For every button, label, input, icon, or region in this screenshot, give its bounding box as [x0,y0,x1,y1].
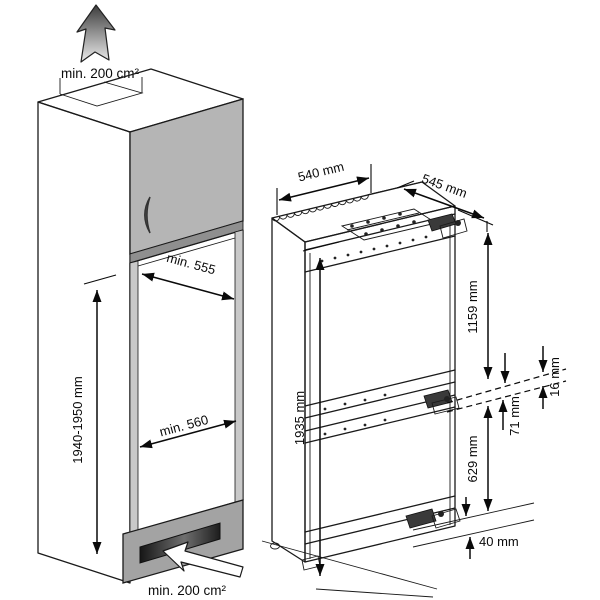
dim-hinge-to-bottom: 629 mm [465,406,493,511]
floor-line-right [412,519,535,548]
niche-inner-top-line [137,237,236,267]
svg-text:629 mm: 629 mm [465,436,480,483]
svg-text:40 mm: 40 mm [479,534,519,549]
bottom-vent-label: min. 200 cm² [148,583,227,598]
top-hinge [427,213,468,239]
svg-text:71 mm: 71 mm [507,396,522,436]
mounting-plate [340,208,438,241]
svg-text:16 mm: 16 mm [547,357,562,397]
dim-top-to-hinge: 1159 mm [457,209,494,379]
cabinet-side-panel [37,101,131,584]
top-vent-notch [59,81,144,107]
dim-niche-width: min. 555 [141,250,235,301]
dim-hinge-span: 71 mm [498,353,522,436]
cabinet-drawing: min. 200 cm² min. 200 cm² min. 555 min [37,4,244,598]
appliance-side-face [271,217,306,563]
svg-text:1935 mm: 1935 mm [292,391,307,445]
base-line-right [412,502,535,531]
dim-appliance-height: 1935 mm [292,241,340,576]
appliance-drawing: 540 mm 545 mm 1935 mm 1159 mm 16 mm [261,159,567,598]
appliance-front-face [304,205,456,563]
airflow-up-arrow-icon [76,4,116,63]
dim-bottom-clearance: 40 mm [461,497,519,559]
door-handle-icon [144,196,151,234]
floor-line-left-2 [315,588,434,598]
airflow-inlet-arrow-icon [162,541,244,578]
niche-trim-right [234,229,244,503]
bottom-hinge [405,508,461,529]
svg-text:min. 555: min. 555 [165,250,217,277]
niche-trim-left [129,260,139,534]
hinge-axis-line-1 [446,368,567,404]
svg-text:540 mm: 540 mm [296,159,345,185]
dim-niche-height: 1940-1950 mm [70,274,117,554]
top-vent-label: min. 200 cm² [61,66,140,81]
vent-slot [139,522,221,564]
svg-text:1159 mm: 1159 mm [465,280,480,333]
floor-line-left [261,540,438,590]
dim-hinge-offset: 16 mm [538,346,562,409]
dim-niche-depth: min. 560 [139,412,237,449]
svg-text:545 mm: 545 mm [420,171,469,201]
svg-text:1940-1950 mm: 1940-1950 mm [70,376,85,463]
